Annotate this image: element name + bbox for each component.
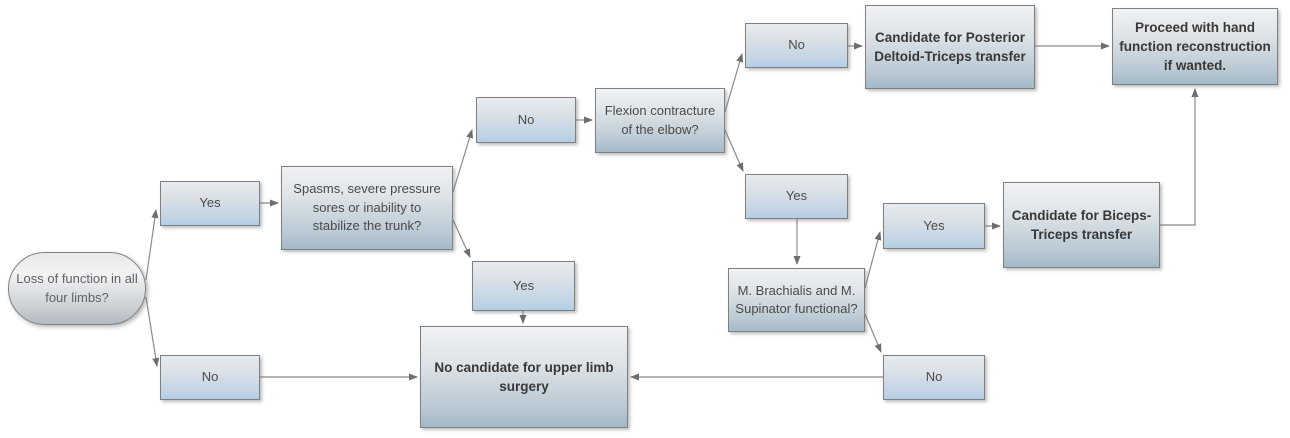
connector-spasms-no2 bbox=[452, 129, 474, 193]
decision-label-yes-1: Yes bbox=[160, 181, 260, 226]
connector-brachialis-yes4 bbox=[864, 231, 882, 289]
outcome-node-no-candidate: No candidate for upper limb surgery bbox=[420, 326, 628, 428]
connector-start-no1 bbox=[145, 296, 160, 367]
outcome-node-hand-function-reconstruction: Proceed with hand function reconstructio… bbox=[1112, 8, 1278, 85]
connector-start-yes1 bbox=[145, 209, 159, 281]
decision-label-no-2: No bbox=[476, 97, 576, 143]
outcome-node-posterior-deltoid-triceps: Candidate for Posterior Deltoid-Triceps … bbox=[865, 5, 1035, 89]
connector-spasms-yes2 bbox=[452, 219, 471, 258]
connector-brachialis-no4 bbox=[864, 313, 882, 353]
decision-label-yes-4: Yes bbox=[883, 203, 985, 249]
decision-label-no-3: No bbox=[745, 23, 848, 68]
connector-biceps-proceed bbox=[1160, 88, 1199, 226]
decision-label-yes-2: Yes bbox=[472, 261, 575, 311]
decision-label-yes-3: Yes bbox=[745, 174, 848, 219]
question-node-brachialis-supinator: M. Brachialis and M. Supinator functiona… bbox=[728, 268, 865, 332]
connector-flexion-yes3 bbox=[724, 129, 744, 172]
decision-label-no-4: No bbox=[883, 355, 985, 400]
connector-flexion-no3 bbox=[724, 53, 744, 113]
question-node-flexion-contracture: Flexion contracture of the elbow? bbox=[595, 88, 725, 153]
question-node-spasms: Spasms, severe pressure sores or inabili… bbox=[281, 166, 453, 250]
outcome-node-biceps-triceps: Candidate for Biceps-Triceps transfer bbox=[1003, 182, 1160, 268]
start-node-loss-of-function: Loss of function in all four limbs? bbox=[8, 252, 146, 325]
decision-label-no-1: No bbox=[160, 355, 260, 400]
